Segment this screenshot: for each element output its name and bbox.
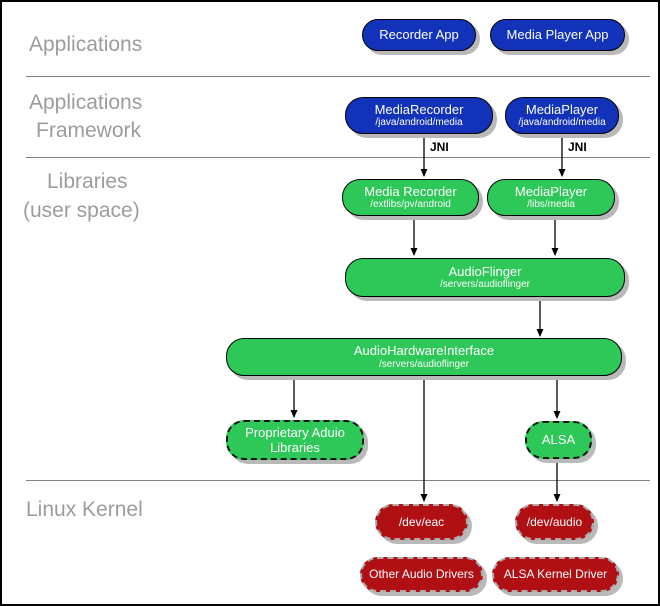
divider-framework-libraries [26,157,650,158]
node-path: /java/android/media [518,117,606,129]
node-title: MediaPlayer [514,183,588,199]
node-media-recorder-library: Media Recorder /extlibs/pv/android [342,179,479,216]
node-title: MediaRecorder [374,101,464,117]
node-alsa-kernel-driver: ALSA Kernel Driver [492,557,619,592]
divider-libraries-kernel [26,480,650,481]
node-path: /libs/media [527,199,575,211]
node-title: ALSA Kernel Driver [503,567,608,582]
node-audioflinger: AudioFlinger /servers/audioflinger [345,258,625,297]
node-title: Other Audio Drivers [369,567,474,582]
jni-label-left: JNI [430,140,449,154]
node-dev-audio: /dev/audio [515,504,594,540]
node-mediaplayer-library: MediaPlayer /libs/media [487,179,615,216]
node-title: /dev/eac [398,514,445,529]
node-proprietary-audio-libraries: Proprietary Aduio Libraries [226,420,364,460]
node-path: /extlibs/pv/android [370,199,451,211]
node-title: AudioFlinger [448,263,522,279]
section-label-linux-kernel: Linux Kernel [26,498,143,521]
node-title: Media Player App [506,27,609,43]
node-title: /dev/audio [526,514,583,529]
jni-label-right: JNI [568,140,587,154]
divider-applications-framework [26,76,650,77]
section-label-framework-line2: Framework [36,119,142,142]
node-mediaplayer-framework: MediaPlayer /java/android/media [505,97,619,134]
node-title: MediaPlayer [525,101,599,117]
node-title: AudioHardwareInterface [353,343,495,359]
node-recorder-app: Recorder App [362,19,476,51]
node-mediarecorder-framework: MediaRecorder /java/android/media [345,97,493,134]
section-label-libraries-line1: Libraries [47,170,128,193]
node-media-player-app: Media Player App [490,19,625,51]
node-title: Media Recorder [364,183,457,199]
node-audio-hardware-interface: AudioHardwareInterface /servers/audiofli… [226,338,622,376]
node-path: /servers/audioflinger [439,279,531,291]
node-dev-eac: /dev/eac [375,504,468,540]
node-alsa: ALSA [525,421,592,459]
section-label-applications: Applications [29,33,143,56]
node-title-line2: Libraries [270,440,320,455]
node-path: /servers/audioflinger [378,358,470,370]
node-other-audio-drivers: Other Audio Drivers [360,557,483,592]
node-title-line1: Proprietary Aduio [245,424,345,440]
node-path: /java/android/media [375,117,463,129]
node-title: Recorder App [379,27,459,43]
node-title: ALSA [541,432,576,448]
section-label-libraries-line2: (user space) [23,199,140,222]
section-label-framework-line1: Applications [29,91,143,114]
